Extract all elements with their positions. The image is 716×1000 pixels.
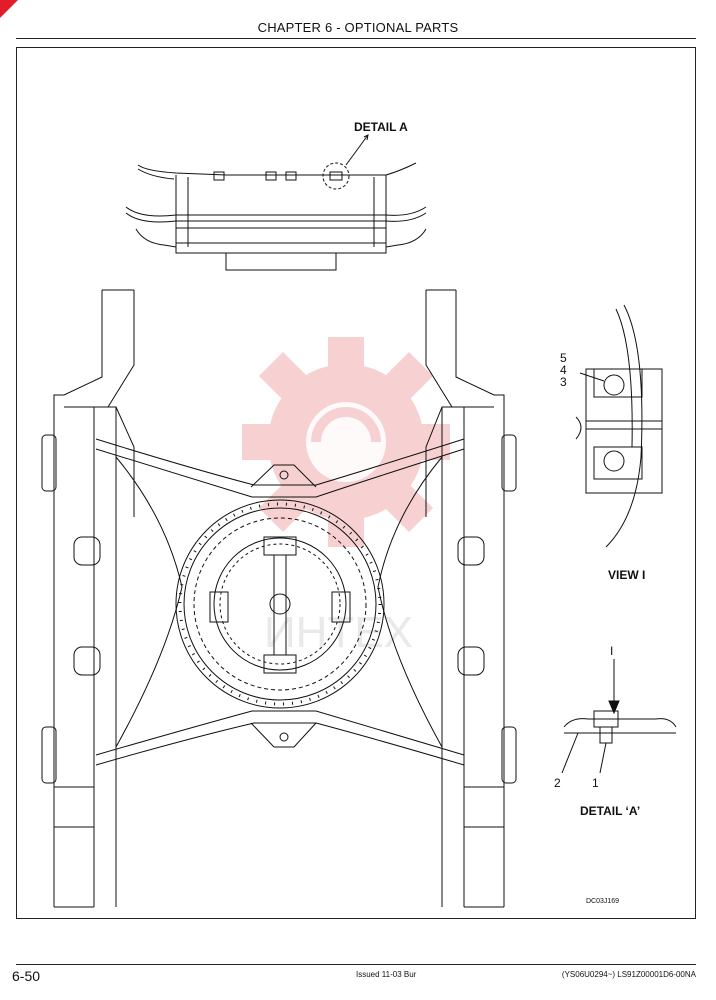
- issued-date: Issued 11-03 Bur: [356, 970, 417, 979]
- watermark-gear-icon: [242, 337, 450, 547]
- callout-4: 4: [560, 363, 567, 377]
- detail-a-title: DETAIL A: [354, 120, 408, 134]
- chapter-title: CHAPTER 6 - OPTIONAL PARTS: [257, 20, 459, 35]
- detail-a-caption: DETAIL ‘A’: [580, 804, 640, 818]
- page-number: 6-50: [12, 968, 41, 984]
- drawing-frame: [16, 47, 696, 919]
- view-i-drawing: [575, 304, 663, 548]
- drawing-code: DC03J169: [586, 898, 619, 905]
- view-arrow-label: I: [610, 644, 613, 658]
- detail-a-drawing: [561, 659, 677, 774]
- frame-view: [41, 289, 517, 908]
- technical-drawing: ИНТЕХ: [41, 120, 677, 908]
- top-view: [125, 134, 427, 271]
- header-rule: [16, 38, 696, 39]
- callout-2: 2: [554, 776, 561, 790]
- footer-rule: [16, 964, 696, 965]
- view-i-title: VIEW I: [608, 568, 645, 582]
- callout-5: 5: [560, 351, 567, 365]
- callout-1: 1: [592, 776, 599, 790]
- document-reference: (YS06U0294~) LS91Z00001D6-00NA: [561, 970, 696, 979]
- corner-mark-icon: [0, 0, 18, 18]
- callout-3: 3: [560, 375, 567, 389]
